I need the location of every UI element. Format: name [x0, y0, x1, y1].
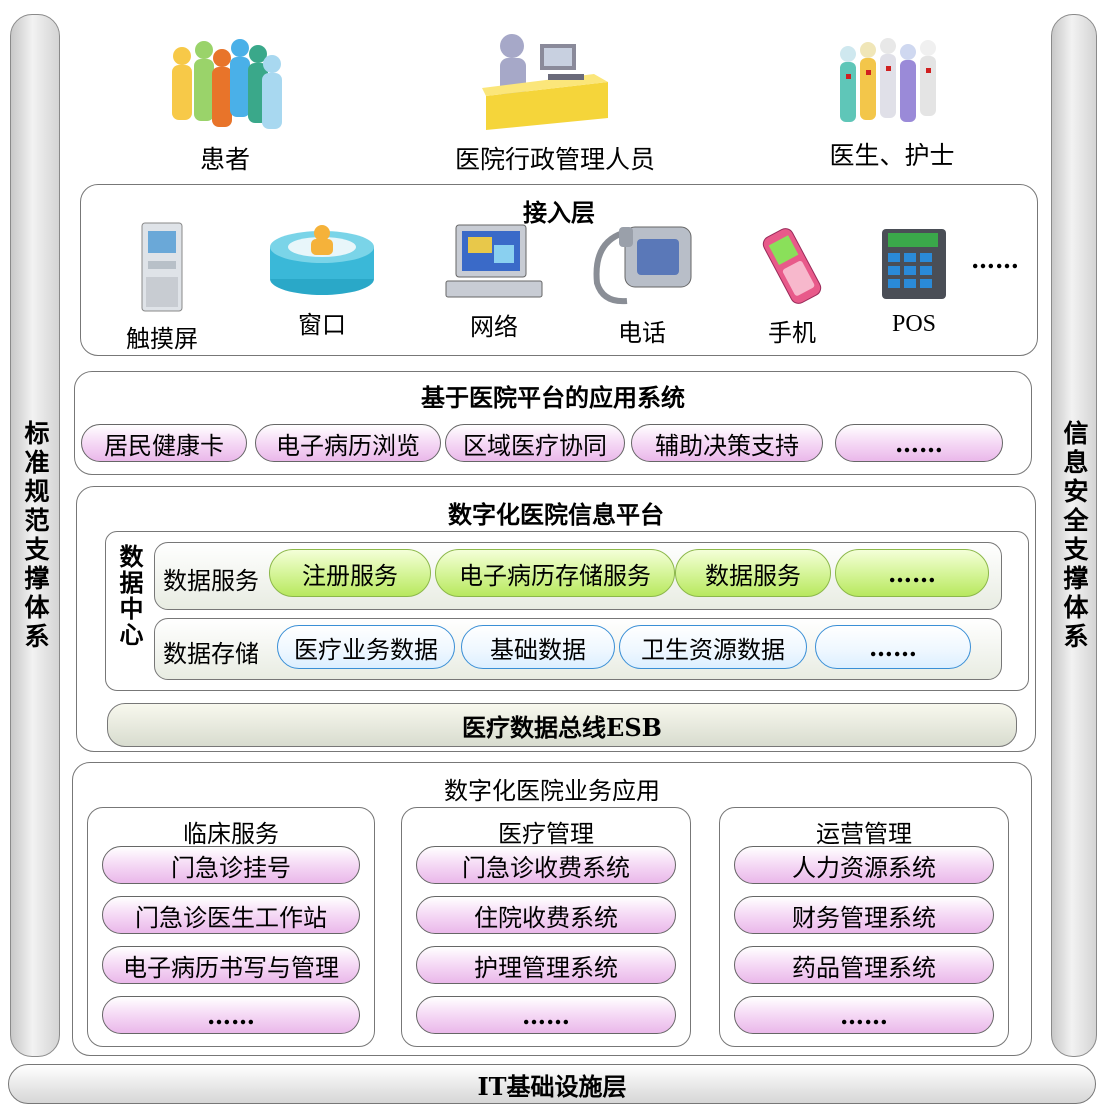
column-title: 医疗管理	[498, 820, 594, 848]
standards-support-bar: 标准规范支撑体系	[10, 14, 60, 1057]
service-data[interactable]: 数据服务	[675, 549, 831, 597]
clinical-item[interactable]: 门急诊挂号	[102, 846, 360, 884]
medical-more[interactable]: ……	[416, 996, 676, 1034]
device-network: 网络	[429, 223, 559, 342]
pos-terminal-icon	[882, 229, 946, 299]
app-emr-browse[interactable]: 电子病历浏览	[255, 424, 441, 462]
device-mobile: 手机	[727, 225, 857, 348]
column-title: 运营管理	[816, 820, 912, 848]
standards-support-label: 标准规范支撑体系	[21, 419, 50, 652]
it-infrastructure-layer: IT基础设施层	[8, 1064, 1096, 1104]
doctors-nurses-icon	[832, 36, 952, 132]
clinical-item[interactable]: 电子病历书写与管理	[102, 946, 360, 984]
operations-item[interactable]: 人力资源系统	[734, 846, 994, 884]
device-label: 电话	[618, 319, 666, 347]
data-services-label: 数据服务	[163, 567, 259, 595]
data-storage-label: 数据存储	[163, 640, 259, 668]
doctors-nurses-label: 医生、护士	[829, 141, 955, 170]
telephone-icon	[593, 226, 692, 305]
clinical-item[interactable]: 门急诊医生工作站	[102, 896, 360, 934]
app-decision-support[interactable]: 辅助决策支持	[631, 424, 823, 462]
device-label: 网络	[470, 313, 518, 341]
medical-item[interactable]: 住院收费系统	[416, 896, 676, 934]
patients-icon	[160, 36, 290, 136]
platform-apps-title: 基于医院平台的应用系统	[421, 383, 685, 412]
data-center-box: 数据中心 数据服务 注册服务 电子病历存储服务 数据服务 …… 数据存储 医疗业…	[105, 531, 1029, 691]
business-apps-panel: 数字化医院业务应用 临床服务 门急诊挂号 门急诊医生工作站 电子病历书写与管理 …	[72, 762, 1032, 1056]
device-pos: POS	[849, 225, 979, 338]
info-platform-title: 数字化医院信息平台	[448, 500, 664, 529]
service-emr-storage[interactable]: 电子病历存储服务	[435, 549, 675, 597]
operations-item[interactable]: 财务管理系统	[734, 896, 994, 934]
operations-management-column: 运营管理 人力资源系统 财务管理系统 药品管理系统 ……	[719, 807, 1009, 1047]
esb-bus: 医疗数据总线ESB	[107, 703, 1017, 747]
storage-medical-business[interactable]: 医疗业务数据	[277, 625, 455, 669]
column-title: 临床服务	[183, 820, 279, 848]
access-layer-title: 接入层	[523, 198, 595, 227]
mobile-phone-icon	[762, 228, 822, 304]
service-window-icon	[270, 225, 374, 295]
info-platform-panel: 数字化医院信息平台 数据中心 数据服务 注册服务 电子病历存储服务 数据服务 ……	[76, 486, 1036, 752]
app-more[interactable]: ……	[835, 424, 1003, 462]
data-services-row: 数据服务 注册服务 电子病历存储服务 数据服务 ……	[154, 542, 1002, 610]
device-label: 窗口	[298, 311, 346, 339]
data-storage-row: 数据存储 医疗业务数据 基础数据 卫生资源数据 ……	[154, 618, 1002, 680]
storage-health-resources[interactable]: 卫生资源数据	[619, 625, 807, 669]
device-touchscreen: 触摸屏	[97, 221, 227, 354]
service-registration[interactable]: 注册服务	[269, 549, 431, 597]
device-label: 手机	[768, 319, 816, 347]
operations-item[interactable]: 药品管理系统	[734, 946, 994, 984]
data-center-label: 数据中心	[115, 544, 144, 648]
access-more: ……	[971, 245, 1019, 274]
platform-apps-panel: 基于医院平台的应用系统 居民健康卡 电子病历浏览 区域医疗协同 辅助决策支持 ……	[74, 371, 1032, 475]
access-layer-panel: 接入层 触摸屏 窗口 网络	[80, 184, 1038, 356]
app-regional-collab[interactable]: 区域医疗协同	[445, 424, 625, 462]
admin-staff-label: 医院行政管理人员	[454, 145, 655, 174]
storage-more[interactable]: ……	[815, 625, 971, 669]
clinical-services-column: 临床服务 门急诊挂号 门急诊医生工作站 电子病历书写与管理 ……	[87, 807, 375, 1047]
device-window: 窗口	[257, 219, 387, 340]
patients-label: 患者	[199, 145, 250, 174]
security-support-label: 信息安全支撑体系	[1060, 419, 1089, 652]
business-apps-title: 数字化医院业务应用	[444, 777, 660, 805]
service-more[interactable]: ……	[835, 549, 989, 597]
device-telephone: 电话	[577, 223, 707, 348]
clinical-more[interactable]: ……	[102, 996, 360, 1034]
admin-staff-icon	[482, 22, 612, 132]
operations-more[interactable]: ……	[734, 996, 994, 1034]
medical-item[interactable]: 门急诊收费系统	[416, 846, 676, 884]
medical-management-column: 医疗管理 门急诊收费系统 住院收费系统 护理管理系统 ……	[401, 807, 691, 1047]
device-label: POS	[891, 311, 937, 337]
touchscreen-kiosk-icon	[141, 222, 183, 312]
computer-icon	[445, 224, 543, 298]
storage-basic[interactable]: 基础数据	[461, 625, 615, 669]
device-label: 触摸屏	[126, 325, 198, 353]
medical-item[interactable]: 护理管理系统	[416, 946, 676, 984]
app-health-card[interactable]: 居民健康卡	[81, 424, 247, 462]
security-support-bar: 信息安全支撑体系	[1051, 14, 1097, 1057]
